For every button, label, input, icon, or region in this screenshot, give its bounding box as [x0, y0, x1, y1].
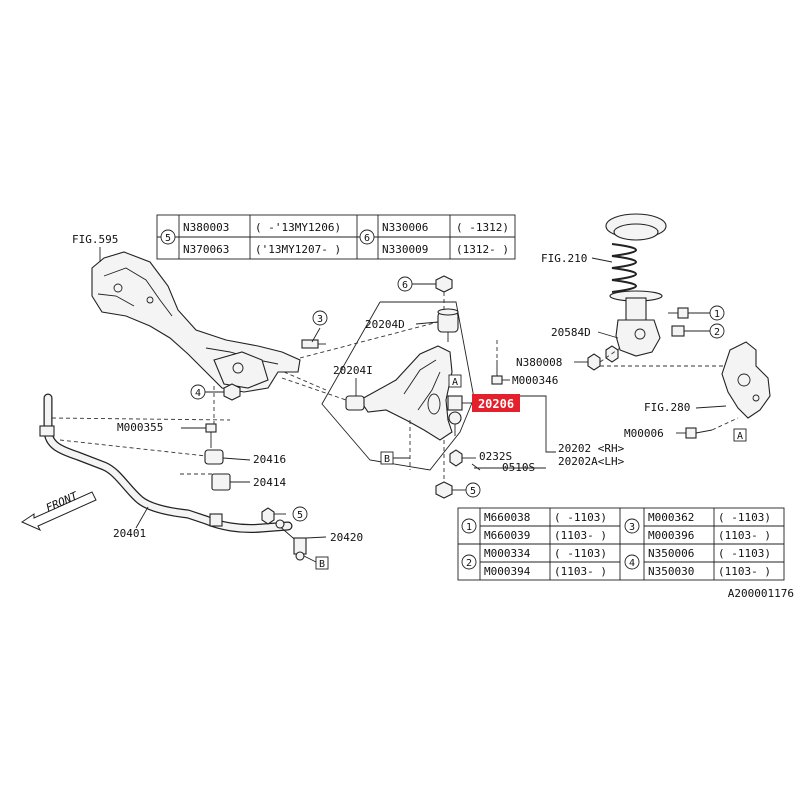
bt-g1-r2-part: M660039 — [484, 529, 530, 542]
knuckle-bolt — [685, 427, 713, 439]
fig-210-ref[interactable]: FIG.210 — [541, 252, 587, 265]
stabilizer-link-label[interactable]: 20420 — [330, 531, 363, 544]
ref-box-a-knuckle: A — [737, 431, 743, 442]
top-table-g6-r2-part: N330009 — [382, 243, 428, 256]
diagram-id: A200001176 — [728, 587, 794, 600]
callout-5-link-nut: 5 — [297, 510, 303, 521]
stabilizer-link — [261, 507, 307, 561]
front-direction-arrow — [20, 491, 97, 532]
bt-g2-r2-part: M000394 — [484, 565, 531, 578]
bt-g4-r2-part: N350030 — [648, 565, 694, 578]
bt-g2-r1-range: ( -1103) — [554, 547, 607, 560]
knuckle-nut — [587, 353, 601, 371]
top-table-g5-r1-range: ( -'13MY1206) — [255, 221, 341, 234]
bushing-clamp — [204, 449, 224, 465]
cotter-pin — [471, 463, 481, 471]
bt-g1-r1-part: M660038 — [484, 511, 530, 524]
bottom-table-group-3-number: 3 — [629, 522, 635, 533]
strut-bolt-1 — [668, 307, 689, 319]
stabilizer-bar-label[interactable]: 20401 — [113, 527, 146, 540]
steering-knuckle — [721, 341, 771, 419]
callout-6-nut: 6 — [402, 280, 408, 291]
ref-box-b-arm: B — [384, 454, 390, 465]
top-table-g6-r1-part: N330006 — [382, 221, 428, 234]
bt-g4-r1-range: ( -1103) — [718, 547, 771, 560]
top-table-g5-r2-range: ('13MY1207- ) — [255, 243, 341, 256]
top-table-g6-r1-range: ( -1312) — [456, 221, 509, 234]
rear-bushing — [437, 308, 459, 342]
bottom-fastener-table: 1 M660038 ( -1103) M660039 (1103- ) 2 M0… — [457, 507, 785, 581]
clamp-label[interactable]: 20416 — [253, 453, 286, 466]
bottom-table-group-4-number: 4 — [629, 558, 635, 569]
fig-595-ref[interactable]: FIG.595 — [72, 233, 118, 246]
cotter-pin-label[interactable]: 0510S — [502, 461, 535, 474]
fig-280-ref[interactable]: FIG.280 — [644, 401, 690, 414]
bushing-label[interactable]: 20414 — [253, 476, 286, 489]
arm-rh-label[interactable]: 20202 <RH> — [558, 442, 625, 455]
ball-joint-highlight — [472, 394, 520, 412]
ball-joint-bolt-label[interactable]: M000346 — [512, 374, 558, 387]
clamp-bolt — [205, 423, 217, 433]
ref-box-a-arm: A — [452, 377, 458, 388]
strut-nut-label[interactable]: 20584D — [551, 326, 591, 339]
stabilizer-bushing — [211, 473, 231, 491]
top-table-g5-r2-part: N370063 — [183, 243, 229, 256]
callout-2-bolt: 2 — [714, 327, 720, 338]
ball-joint — [447, 395, 463, 436]
arm-lh-label[interactable]: 20202A<LH> — [558, 455, 625, 468]
rear-bushing-label[interactable]: 20204D — [365, 318, 405, 331]
callout-4-nut: 4 — [195, 388, 201, 399]
bt-g4-r1-part: N350006 — [648, 547, 694, 560]
ball-joint-label[interactable]: 20206 — [478, 397, 514, 411]
clamp-bolt-label[interactable]: M000355 — [117, 421, 163, 434]
bottom-table-group-2-number: 2 — [466, 558, 472, 569]
front-bushing — [345, 395, 365, 411]
top-fastener-table: 5 N380003 ( -'13MY1206) N370063 ('13MY12… — [156, 214, 516, 260]
strut-bolt-2 — [671, 325, 685, 337]
top-table-group-5-number: 5 — [165, 233, 171, 244]
top-table-g6-r2-range: (1312- ) — [456, 243, 509, 256]
castle-nut-label[interactable]: 0232S — [479, 450, 512, 463]
callout-3-bolt: 3 — [317, 314, 323, 325]
bolt-3 — [301, 327, 326, 349]
ball-joint-bolt — [491, 360, 503, 385]
callout-1-bolt: 1 — [714, 309, 720, 320]
bottom-table-group-1-number: 1 — [466, 522, 472, 533]
nut-4 — [223, 383, 241, 401]
bt-g1-r1-range: ( -1103) — [554, 511, 607, 524]
callout-5-nut: 5 — [470, 486, 476, 497]
knuckle-nut-label[interactable]: N380008 — [516, 356, 562, 369]
top-table-g5-r1-part: N380003 — [183, 221, 229, 234]
bt-g2-r1-part: M000334 — [484, 547, 531, 560]
front-bushing-label[interactable]: 20204I — [333, 364, 373, 377]
ref-box-b-link: B — [319, 559, 325, 570]
knuckle-bolt-label[interactable]: M00006 — [624, 427, 664, 440]
castle-nut — [449, 449, 463, 467]
bt-g1-r2-range: (1103- ) — [554, 529, 607, 542]
bt-g3-r2-range: (1103- ) — [718, 529, 771, 542]
front-subframe — [91, 251, 301, 393]
strut-assembly — [605, 213, 667, 357]
bt-g3-r1-range: ( -1103) — [718, 511, 771, 524]
bt-g3-r2-part: M000396 — [648, 529, 694, 542]
stabilizer-bar — [39, 393, 293, 533]
bt-g3-r1-part: M000362 — [648, 511, 694, 524]
nut-6-top — [435, 275, 453, 293]
bt-g2-r2-range: (1103- ) — [554, 565, 607, 578]
arm-group-bracket — [321, 301, 475, 471]
bt-g4-r2-range: (1103- ) — [718, 565, 771, 578]
nut-5-bottom — [435, 481, 453, 499]
top-table-group-6-number: 6 — [364, 233, 370, 244]
lower-control-arm — [359, 345, 453, 441]
